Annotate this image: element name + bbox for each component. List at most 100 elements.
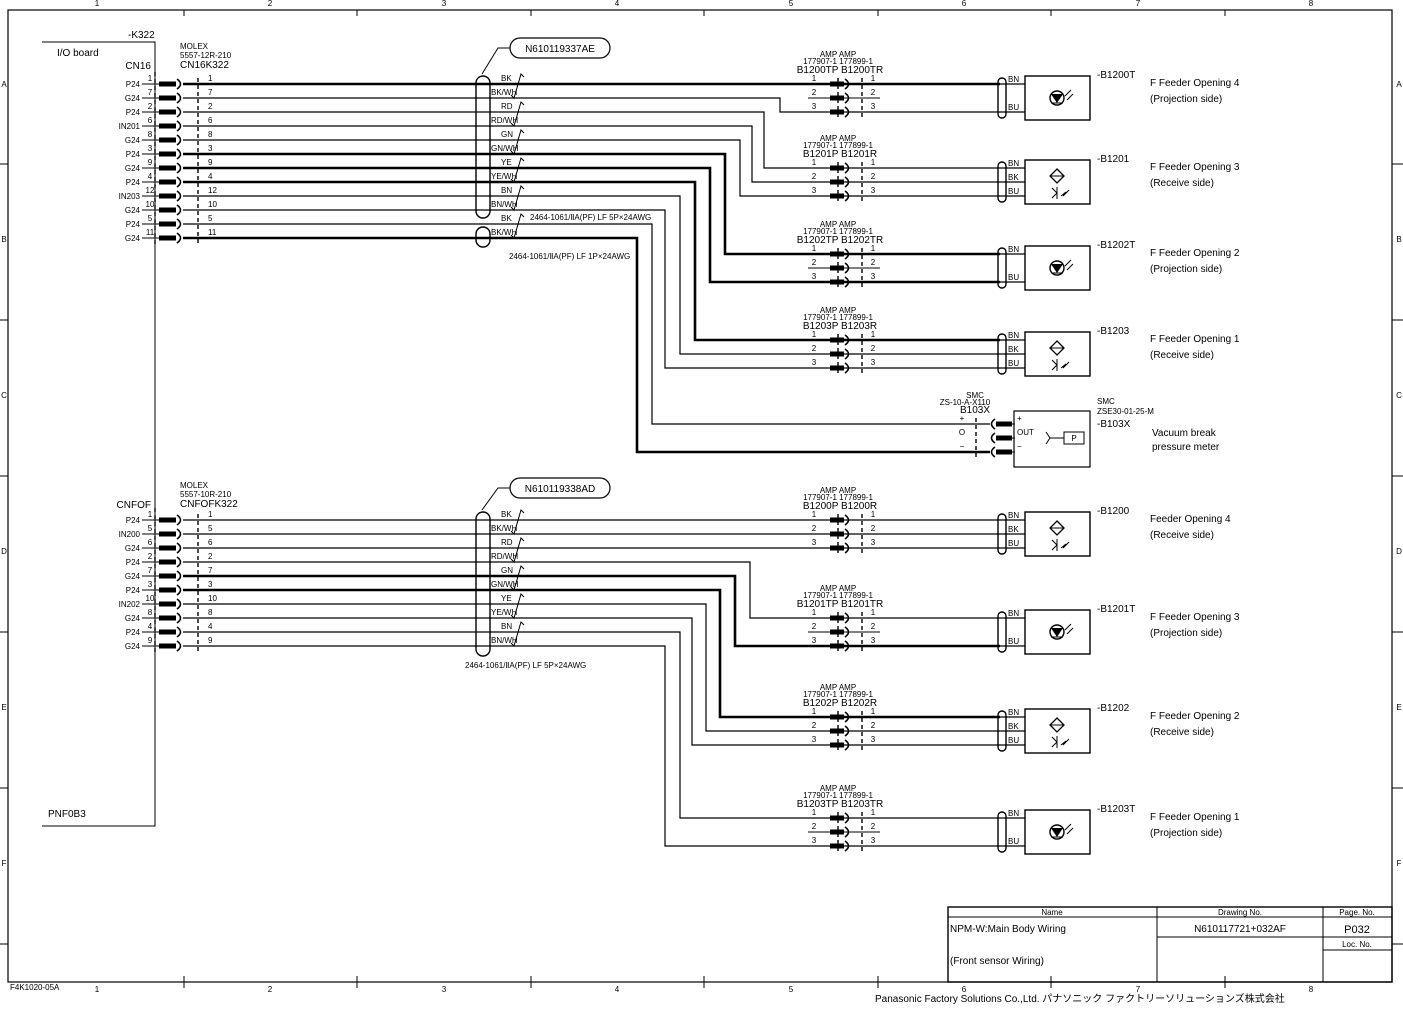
wire-color-label: BN/WH [491, 200, 518, 209]
twisted-pair-mark [510, 509, 525, 535]
socket-arc [176, 584, 182, 596]
emission-ray [1066, 627, 1074, 635]
pin-signal: IN202 [119, 600, 141, 609]
pin-number: 9 [148, 636, 153, 645]
socket-arc [176, 204, 182, 216]
pin-contact [159, 137, 176, 143]
wire-g24 [183, 139, 1000, 197]
receptacle-pin-number: 2 [871, 258, 876, 267]
receiver-arrow [1051, 359, 1058, 371]
sensor-description: (Projection side) [1150, 828, 1222, 839]
socket-arc [844, 348, 850, 360]
connector-part: 177907-1 177899-1 [803, 791, 873, 800]
receptacle-pin-number: 2 [871, 721, 876, 730]
row-label-left: A [1, 80, 7, 89]
sensor-box [1024, 245, 1091, 291]
mate-pin-number: 2 [208, 552, 213, 561]
received-ray [1060, 361, 1070, 369]
pin-contact [159, 109, 176, 115]
socket-arc [844, 248, 850, 260]
pin-contact [830, 843, 844, 849]
connector-names: B1203TP B1203TR [797, 799, 884, 810]
received-ray [1060, 738, 1070, 746]
wire-color-label: BK [501, 74, 512, 83]
mate-pin-number: 1 [208, 74, 213, 83]
socket-arc [844, 840, 850, 852]
sensor-description: (Projection side) [1150, 264, 1222, 275]
mate-pin-number: 11 [208, 228, 217, 237]
socket-arc [844, 739, 850, 751]
company-footer: Panasonic Factory Solutions Co.,Ltd. パナソ… [875, 992, 1285, 1005]
pin-label: + [960, 414, 965, 423]
column-label-top: 4 [615, 0, 620, 8]
pressure-meter-box [1013, 410, 1091, 468]
pin-signal: G24 [125, 94, 141, 103]
socket-arc [844, 626, 850, 638]
mate-pin-number: 3 [208, 144, 213, 153]
plug-pin-number: 3 [812, 735, 817, 744]
pin-number: 8 [148, 130, 153, 139]
twisted-pair-mark [510, 129, 525, 155]
pin-number: 6 [148, 116, 153, 125]
page-number: P032 [1344, 924, 1370, 936]
wire-color-label: BK/WH [491, 524, 517, 533]
connector-name: B103X [960, 405, 990, 416]
sensor-wire-color: BN [1008, 511, 1019, 520]
sensor-wire-color: BN [1008, 809, 1019, 818]
connector-part: 177907-1 177899-1 [803, 690, 873, 699]
pin-number: 9 [148, 158, 153, 167]
pin-contact [830, 95, 844, 101]
pin-contact [830, 545, 844, 551]
light-emitter-icon [1049, 259, 1074, 276]
pin-number: 1 [148, 74, 153, 83]
receptacle-pin-number: 3 [871, 636, 876, 645]
wire-sheath-oval [997, 77, 1007, 119]
socket-arc [176, 556, 182, 568]
sensor-diamond [1049, 717, 1065, 733]
receptacle-pin-number: 2 [871, 622, 876, 631]
column-label-top: 2 [268, 0, 273, 8]
socket-arc [990, 432, 996, 444]
twisted-pair-mark [510, 157, 525, 183]
sensor-description: F Feeder Opening 1 [1150, 812, 1240, 823]
sensor-wire-color: BU [1008, 359, 1019, 368]
socket-arc [990, 446, 996, 458]
sensor-wire-color: BU [1008, 837, 1019, 846]
light-emitter-icon [1049, 89, 1074, 106]
pin-number: 4 [148, 172, 153, 181]
plug-name: B1200P [803, 501, 839, 512]
socket-arc [844, 276, 850, 288]
box-pin-label: OUT [1017, 428, 1034, 437]
wire-color-label: RD [501, 538, 513, 547]
pin-signal: P24 [126, 178, 141, 187]
socket-arc [844, 78, 850, 90]
receptacle-pin-number: 3 [871, 186, 876, 195]
twisted-pair-mark [510, 565, 525, 591]
socket-arc [844, 176, 850, 188]
row-label-right: C [1396, 391, 1402, 400]
socket-arc [844, 826, 850, 838]
wire-color-label: BN [501, 622, 512, 631]
socket-arc [844, 162, 850, 174]
form-id: F4K1020-05A [10, 983, 60, 992]
twisted-pair-mark [510, 537, 525, 563]
drawing-subname: (Front sensor Wiring) [950, 956, 1044, 967]
mate-pin-number: 6 [208, 116, 213, 125]
sensor-description: F Feeder Opening 3 [1150, 612, 1240, 623]
wire-color-label: BK [501, 214, 512, 223]
pin-contact [830, 714, 844, 720]
socket-arc [176, 120, 182, 132]
mate-pin-number: 7 [208, 566, 213, 575]
wire-color-label: RD/WH [491, 116, 518, 125]
pin-contact [159, 615, 176, 621]
pin-signal: G24 [125, 572, 141, 581]
